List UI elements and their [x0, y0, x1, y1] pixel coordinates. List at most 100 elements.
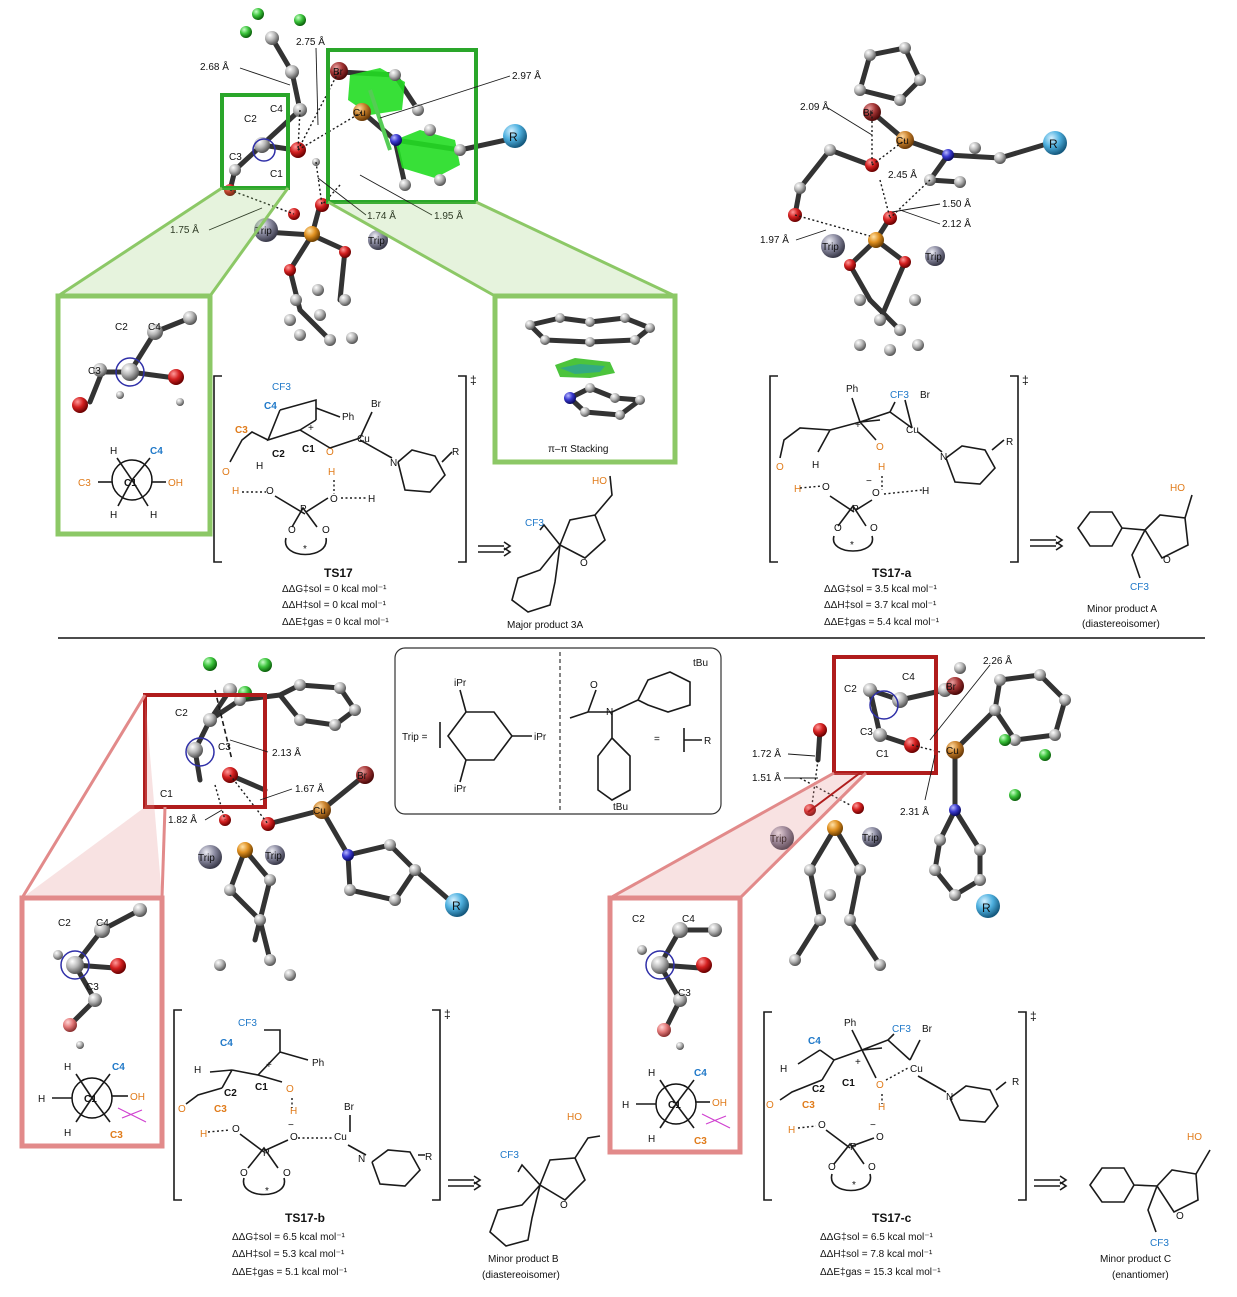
- ts17c-2d-structure: ‡ Ph CF3 Br C4 H + C2 C1 C3 O H O H O P …: [763, 1009, 1037, 1278]
- r-label: R: [509, 130, 518, 144]
- c1-label: C1: [84, 1094, 97, 1105]
- h-label: H: [38, 1094, 45, 1105]
- ddg-value: ΔΔG‡sol = 6.5 kcal mol⁻¹: [232, 1232, 346, 1243]
- distance-label: 1.72 Å: [752, 747, 781, 760]
- oh-label: OH: [168, 478, 183, 489]
- cf3-label: CF3: [500, 1150, 519, 1161]
- o-label: O: [870, 523, 878, 534]
- trip-label: Trip: [925, 252, 942, 263]
- cf3-label: CF3: [525, 518, 544, 529]
- trip-label: Trip: [770, 834, 787, 845]
- c2-label: C2: [844, 684, 857, 695]
- product-label: Minor product B: [488, 1254, 559, 1265]
- c3-label: C3: [214, 1104, 227, 1115]
- c4-label: C4: [148, 322, 161, 333]
- br-label: Br: [946, 682, 957, 693]
- c4-label: C4: [150, 446, 163, 457]
- zoom-connectors-red-left: [20, 694, 167, 899]
- ddh-value: ΔΔH‡sol = 3.7 kcal mol⁻¹: [824, 600, 937, 611]
- h-label: H: [788, 1125, 795, 1136]
- h-label: H: [878, 462, 885, 473]
- ts17b-3d-model: C2 C3 C1 Br Cu R Trip Trip 2.13 Å 1.67 Å…: [143, 657, 469, 981]
- h-label: H: [64, 1062, 71, 1073]
- r-label: R: [1012, 1077, 1019, 1088]
- dde-value: ΔΔE‡gas = 5.1 kcal mol⁻¹: [232, 1267, 348, 1278]
- o-label: O: [322, 525, 330, 536]
- c4-label: C4: [694, 1068, 707, 1079]
- trip-label: Trip: [862, 833, 879, 844]
- o-label: O: [590, 680, 598, 691]
- equals-label: =: [654, 734, 660, 745]
- br-label: Br: [863, 108, 874, 119]
- c3-label: C3: [235, 425, 248, 436]
- distance-label: 1.75 Å: [170, 223, 199, 236]
- c2-label: C2: [812, 1084, 825, 1095]
- distance-label: 1.51 Å: [752, 771, 781, 784]
- oh-label: OH: [130, 1092, 145, 1103]
- ddagger: ‡: [470, 373, 477, 387]
- ts-name: TS17-b: [285, 1211, 325, 1225]
- c1-label: C1: [842, 1078, 855, 1089]
- n-label: N: [946, 1092, 953, 1103]
- o-label: O: [776, 462, 784, 473]
- product-note: (diastereoisomer): [482, 1270, 560, 1281]
- trip-label: Trip: [265, 851, 282, 862]
- h-label: H: [328, 467, 335, 478]
- cu-label: Cu: [896, 136, 909, 147]
- h-label: H: [110, 446, 117, 457]
- minus-label: −: [866, 476, 872, 487]
- legend-box: Trip = iPr iPr iPr O N tBu tBu = R: [394, 647, 722, 815]
- distance-label: 1.67 Å: [295, 782, 324, 795]
- c3-label: C3: [229, 152, 242, 163]
- distance-label: 2.75 Å: [296, 35, 325, 48]
- star-label: *: [852, 1180, 856, 1191]
- ts17a-3d-model: Br Cu R Trip Trip 2.09 Å 2.45 Å 1.50 Å 2…: [760, 42, 1067, 356]
- distance-label: 1.82 Å: [168, 813, 197, 826]
- cu-label: Cu: [946, 746, 959, 757]
- product-label: Minor product A: [1087, 604, 1157, 615]
- r-label: R: [452, 447, 459, 458]
- ho-label: HO: [592, 476, 607, 487]
- trip-label: Trip: [198, 853, 215, 864]
- oh-label: OH: [712, 1098, 727, 1109]
- c4-label: C4: [902, 672, 915, 683]
- ts17-newman-panel: C2 C4 C3 H C4 C3 C1 OH H H: [55, 293, 213, 537]
- c2-label: C2: [632, 914, 645, 925]
- ho-label: HO: [1170, 483, 1185, 494]
- trip-label: Trip: [822, 242, 839, 253]
- h-label: H: [368, 494, 375, 505]
- ddg-value: ΔΔG‡sol = 3.5 kcal mol⁻¹: [824, 584, 938, 595]
- o-label: O: [330, 494, 338, 505]
- h-label: H: [110, 510, 117, 521]
- distance-label: 2.09 Å: [800, 100, 829, 113]
- product-note: (enantiomer): [1112, 1270, 1169, 1281]
- ph-label: Ph: [844, 1018, 856, 1029]
- c1-label: C1: [160, 789, 173, 800]
- c1-label: C1: [270, 169, 283, 180]
- plus-label: +: [266, 1060, 272, 1071]
- h-label: H: [648, 1134, 655, 1145]
- c1-label: C1: [124, 478, 137, 489]
- ho-label: HO: [567, 1112, 582, 1123]
- ts-name: TS17-c: [872, 1211, 912, 1225]
- r-label: R: [425, 1152, 432, 1163]
- dde-value: ΔΔE‡gas = 5.4 kcal mol⁻¹: [824, 617, 940, 628]
- distance-label: 1.97 Å: [760, 233, 789, 246]
- ph-label: Ph: [342, 412, 354, 423]
- h-label: H: [922, 486, 929, 497]
- r-label: R: [982, 901, 991, 915]
- p-label: P: [263, 1148, 270, 1159]
- c1-label: C1: [668, 1100, 681, 1111]
- c3-label: C3: [218, 742, 231, 753]
- n-label: N: [358, 1154, 365, 1165]
- c4-label: C4: [264, 401, 277, 412]
- c4-label: C4: [220, 1038, 233, 1049]
- ddh-value: ΔΔH‡sol = 0 kcal mol⁻¹: [282, 600, 387, 611]
- zoom-connectors-green: [57, 186, 676, 298]
- trip-label: Trip: [368, 236, 385, 247]
- br-label: Br: [920, 390, 931, 401]
- dde-value: ΔΔE‡gas = 15.3 kcal mol⁻¹: [820, 1267, 941, 1278]
- h-label: H: [794, 484, 801, 495]
- zoom-connectors-red-right: [609, 771, 868, 900]
- distance-label: 2.97 Å: [512, 69, 541, 82]
